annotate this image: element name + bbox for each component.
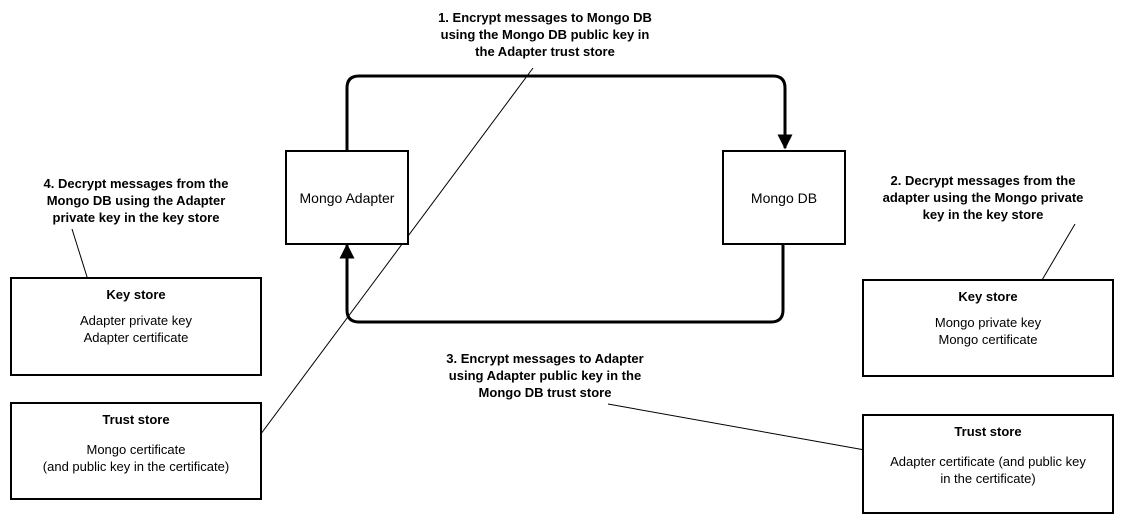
adapter-trust-store-line: (and public key in the certificate) — [42, 459, 230, 474]
step2-note: 2. Decrypt messages from the adapter usi… — [882, 173, 1084, 222]
step1-note: 1. Encrypt messages to Mongo DB using th… — [438, 10, 652, 59]
mongo-adapter-label: Mongo Adapter — [299, 189, 395, 206]
flow-arrow-adapter-to-db — [345, 74, 793, 150]
mongo-trust-store-line: in the certificate) — [940, 471, 1036, 486]
mongo-db-label: Mongo DB — [750, 189, 818, 206]
adapter-trust-store-line: Mongo certificate — [86, 442, 186, 457]
mongo-trust-store-line: Adapter certificate (and public key — [890, 454, 1086, 469]
adapter-key-store: Key store Adapter private key Adapter ce… — [10, 277, 262, 376]
mongo-key-store-line: Mongo certificate — [938, 332, 1038, 347]
mongo-key-store: Key store Mongo private key Mongo certif… — [862, 279, 1114, 377]
step3-note: 3. Encrypt messages to Adapter using Ada… — [446, 351, 644, 400]
adapter-key-store-line: Adapter private key — [79, 313, 192, 328]
step4-note: 4. Decrypt messages from the Mongo DB us… — [43, 176, 229, 225]
mongo-key-store-line: Mongo private key — [934, 315, 1042, 330]
adapter-key-store-title: Key store — [106, 287, 166, 302]
mongo-key-store-title: Key store — [958, 289, 1018, 304]
mongo-adapter-node: Mongo Adapter — [285, 150, 409, 245]
flow-arrow-db-to-adapter — [339, 243, 785, 324]
adapter-key-store-line: Adapter certificate — [83, 330, 189, 345]
mongo-trust-store-title: Trust store — [954, 424, 1022, 439]
pointer-step1-to-trust-store — [242, 67, 534, 459]
pointer-step3-to-trust-store — [607, 403, 877, 454]
mongo-trust-store: Trust store Adapter certificate (and pub… — [862, 414, 1114, 514]
adapter-trust-store: Trust store Mongo certificate (and publi… — [10, 402, 262, 500]
adapter-trust-store-title: Trust store — [102, 412, 170, 427]
mongo-db-node: Mongo DB — [722, 150, 846, 245]
